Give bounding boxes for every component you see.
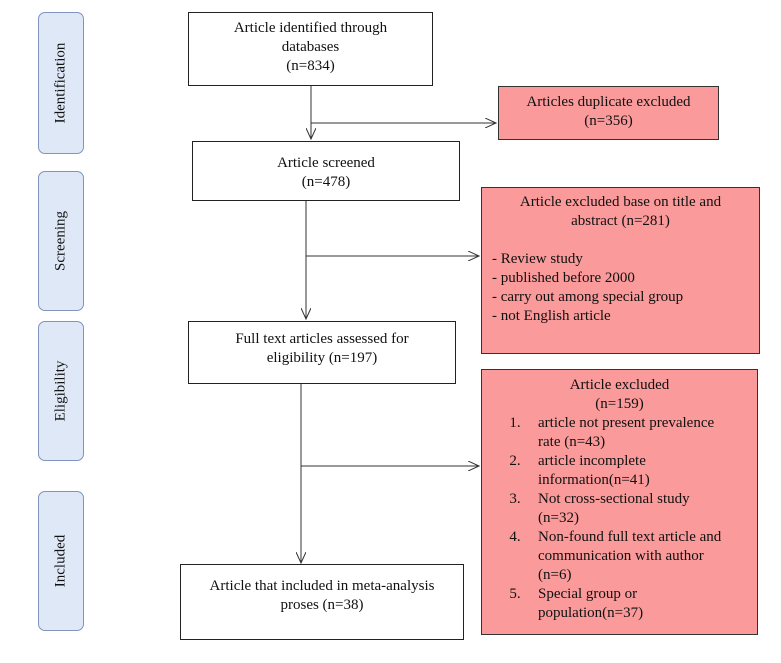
excluded-reason-2: 2. article incomplete information(n=41) xyxy=(482,452,757,490)
excluded-reason-3-line1: Not cross-sectional study xyxy=(538,491,690,507)
excluded-reason-4: 4. Non-found full text article and commu… xyxy=(482,528,757,585)
stage-identification-label: Identification xyxy=(52,42,69,124)
excluded-reason-4-number: 4. xyxy=(509,529,521,545)
box-identified-line1: Article identified through xyxy=(233,20,388,36)
box-duplicates-line1: Articles duplicate excluded xyxy=(526,94,691,110)
box-screened: Article screened (n=478) xyxy=(192,141,460,201)
stage-screening: Screening xyxy=(38,171,84,311)
box-full-text-excluded: Article excluded (n=159) 1. article not … xyxy=(481,369,758,635)
full-text-line1: Full text articles assessed for xyxy=(235,331,409,347)
included-line1: Article that included in meta-analysis xyxy=(209,578,435,594)
stage-screening-label: Screening xyxy=(52,211,69,271)
stage-identification: Identification xyxy=(38,12,84,154)
excluded-reason-3: 3. Not cross-sectional study (n=32) xyxy=(482,490,757,528)
excluded-reason-1-line1: article not present prevalence xyxy=(538,415,715,431)
excluded-reason-4-line2: communication with author xyxy=(538,548,704,564)
excluded-reason-5-line2: population(n=37) xyxy=(538,605,644,621)
excluded-reason-5-number: 5. xyxy=(509,586,521,602)
title-abstract-reasons: - Review study - published before 2000 -… xyxy=(482,250,759,326)
box-duplicates-excluded: Articles duplicate excluded (n=356) xyxy=(498,86,719,140)
stage-eligibility: Eligibility xyxy=(38,321,84,461)
box-duplicates-count: (n=356) xyxy=(584,113,633,129)
excluded-reason-1-line2: rate (n=43) xyxy=(538,434,606,450)
reason-not-english: - not English article xyxy=(492,308,611,324)
box-identified-line2: databases xyxy=(281,39,340,55)
excluded-reason-1: 1. article not present prevalence rate (… xyxy=(482,414,757,452)
box-identified: Article identified through databases (n=… xyxy=(188,12,433,86)
excluded-reason-3-number: 3. xyxy=(509,491,521,507)
excluded-reason-5: 5. Special group or population(n=37) xyxy=(482,585,757,623)
reason-published-before-2000: - published before 2000 xyxy=(492,270,635,286)
stage-included: Included xyxy=(38,491,84,631)
excluded-reason-2-line1: article incomplete xyxy=(538,453,646,469)
included-line2: proses (n=38) xyxy=(280,597,364,613)
excluded-reason-2-number: 2. xyxy=(509,453,521,469)
box-identified-count: (n=834) xyxy=(286,58,335,74)
stage-included-label: Included xyxy=(52,534,69,588)
box-title-abstract-excluded: Article excluded base on title and abstr… xyxy=(481,187,760,354)
box-full-text-assessed: Full text articles assessed for eligibil… xyxy=(188,321,456,384)
excluded-line1: Article excluded xyxy=(569,377,670,393)
stage-eligibility-label: Eligibility xyxy=(52,360,69,422)
excluded-reason-2-line2: information(n=41) xyxy=(538,472,650,488)
excluded-reason-3-line2: (n=32) xyxy=(538,510,579,526)
excluded-count: (n=159) xyxy=(595,396,644,412)
title-abstract-count: abstract (n=281) xyxy=(571,213,670,229)
box-screened-line1: Article screened xyxy=(277,155,375,171)
excluded-reason-4-line1: Non-found full text article and xyxy=(538,529,722,545)
reason-review-study: - Review study xyxy=(492,251,583,267)
box-included: Article that included in meta-analysis p… xyxy=(180,564,464,640)
reason-special-group: - carry out among special group xyxy=(492,289,684,305)
full-text-line2: eligibility (n=197) xyxy=(266,350,378,366)
title-abstract-line1: Article excluded base on title and xyxy=(519,194,722,210)
excluded-reason-1-number: 1. xyxy=(509,415,521,431)
excluded-reason-4-line3: (n=6) xyxy=(538,567,572,583)
excluded-reason-5-line1: Special group or xyxy=(538,586,638,602)
box-screened-count: (n=478) xyxy=(301,174,351,190)
